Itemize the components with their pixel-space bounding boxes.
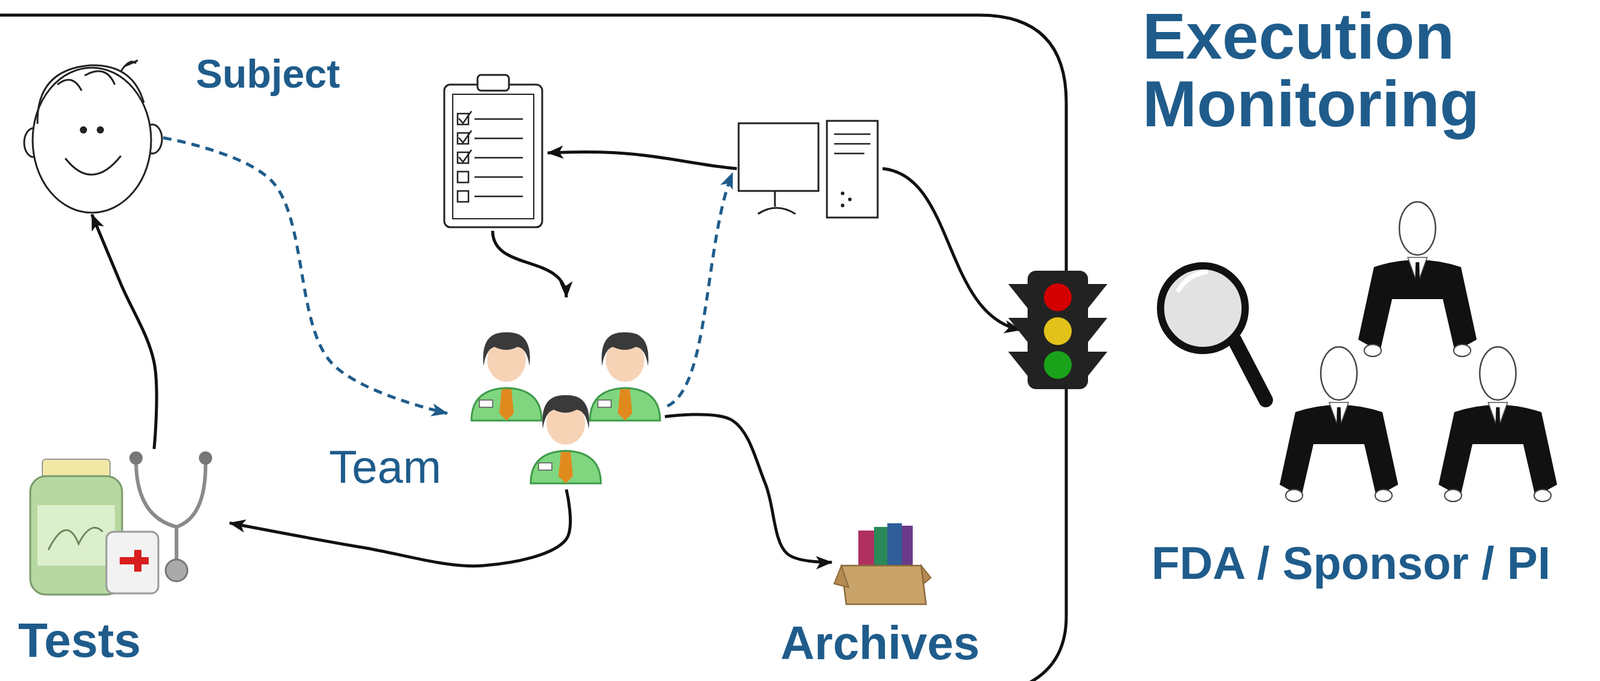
computer-part: [848, 197, 852, 202]
traffic-light-part: [1043, 351, 1072, 379]
computer-part: [738, 123, 819, 192]
tests-bottles-stethoscope-part: [136, 460, 206, 528]
checklist-clipboard-part-part: [457, 171, 469, 183]
subject-node: Subject: [20, 56, 164, 215]
node-label: FDA / Sponsor / PI: [1151, 536, 1551, 590]
computer-part: [834, 134, 871, 154]
checklist-clipboard-part: [477, 74, 509, 91]
tests-bottles-stethoscope: [30, 451, 213, 595]
traffic-light-part: [1043, 317, 1072, 346]
node-label: Subject: [195, 51, 340, 98]
archive-box-part: [841, 565, 927, 605]
checklist-clipboard-part-part: [474, 157, 523, 159]
subject-face-part: [96, 126, 104, 134]
tests-bottles-stethoscope-part: [129, 451, 143, 465]
tests-bottles-stethoscope-part: [198, 451, 213, 465]
team-people-part: [471, 332, 542, 421]
checklist-clipboard-part-part: [474, 137, 523, 140]
monitors-part: [1438, 346, 1558, 502]
monitors: [1279, 201, 1558, 502]
diagram-title: Execution Monitoring: [1142, 2, 1536, 139]
magnifier-part: [1234, 339, 1266, 401]
tests-bottles-stethoscope-part: [119, 550, 149, 572]
checklist-clipboard-part-part: [457, 191, 469, 202]
tests-bottles-stethoscope-part: [174, 527, 179, 561]
node-label: Archives: [780, 616, 980, 671]
tests-bottles-stethoscope-part: [165, 559, 188, 582]
computer: [738, 120, 878, 218]
monitors-part: [1279, 346, 1399, 502]
magnifier-part: [1178, 272, 1206, 291]
traffic-light-part: [1027, 270, 1089, 390]
checklist-clipboard-part: [452, 94, 534, 219]
region-border: [0, 15, 1067, 681]
magnifier: [1160, 265, 1266, 401]
checklist-clipboard-part-part: [474, 176, 523, 179]
computer-part: [826, 120, 878, 218]
team-people-part: [589, 332, 661, 421]
traffic-light-part: [1043, 283, 1072, 312]
subject-face-part: [65, 155, 121, 175]
subject-face-part: [79, 126, 88, 134]
computer-part: [840, 203, 845, 208]
checklist-clipboard-part: [444, 84, 543, 228]
tests-bottles-stethoscope-part: [37, 505, 115, 566]
subject-face-part: [37, 60, 144, 124]
magnifier-part: [1160, 265, 1246, 351]
team-people: [471, 332, 661, 484]
node-label: Tests: [18, 612, 141, 669]
flow-arrow: [91, 214, 157, 450]
dashed-flow-arrow: [163, 137, 448, 414]
checklist-clipboard: [444, 74, 543, 228]
tests-bottles-stethoscope-part: [106, 531, 159, 594]
tests-node: Tests: [25, 449, 230, 598]
flow-arrow: [229, 489, 571, 567]
team-people-part: [530, 395, 601, 484]
data-entry-arrow: [667, 172, 733, 407]
computer-part: [840, 191, 845, 196]
flow-arrow: [882, 168, 1021, 331]
subject-face: [24, 60, 162, 213]
monitors-part: [1358, 201, 1477, 357]
traffic-light: [1008, 270, 1108, 390]
archive-box-part: [834, 565, 931, 588]
checklist-clipboard-part-part: [474, 195, 523, 198]
monitors-node: FDA / Sponsor / PI: [1269, 193, 1572, 502]
tests-bottles-stethoscope-part: [48, 527, 103, 551]
archives-node: Archives: [831, 519, 929, 607]
checklist-clipboard-part: [457, 111, 523, 202]
flow-arrow: [664, 414, 832, 563]
subject-face-part: [32, 67, 152, 213]
checklist-clipboard-part-part: [474, 118, 523, 121]
node-label: Team: [328, 440, 442, 494]
team-node: Team: [447, 320, 665, 490]
computer-part: [757, 191, 796, 214]
flow-arrow: [547, 151, 737, 169]
checklist-clipboard-part-part: [458, 111, 472, 162]
archive-box: [834, 523, 931, 605]
flow-arrow: [492, 230, 567, 298]
